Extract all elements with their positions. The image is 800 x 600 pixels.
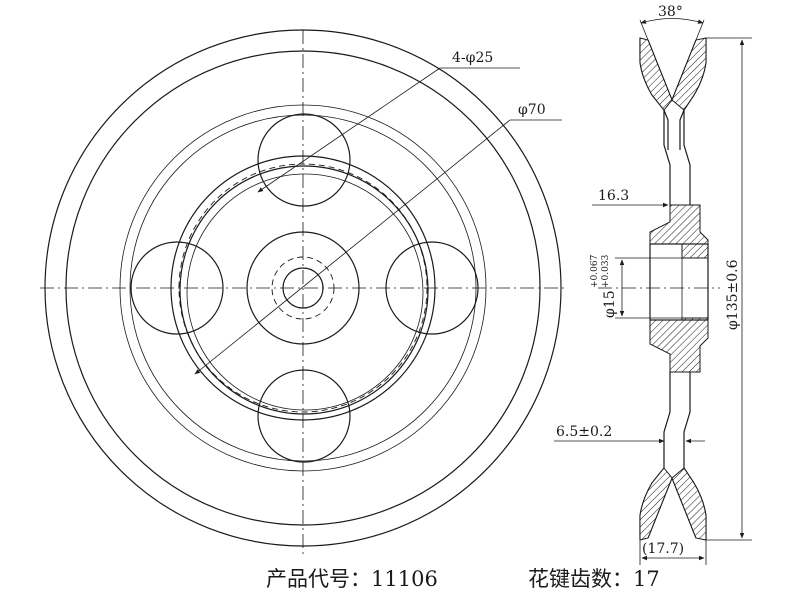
front-view: 4-φ25 φ70: [40, 29, 565, 555]
web-ring-outer: [170, 155, 436, 421]
angle-arc: [640, 18, 704, 24]
top-rim-hatch-left: [639, 37, 673, 111]
outer-rim-circle: [44, 29, 562, 547]
label-overall-width: (17.7): [642, 541, 684, 557]
bore-circle: [282, 267, 324, 309]
label-hub-offset: 16.3: [598, 188, 629, 204]
web-outer-circle: [129, 114, 477, 462]
hub-outer-circle: [246, 231, 360, 345]
web-ring-mid: [179, 165, 429, 415]
bolt-hole-top: [257, 113, 351, 207]
web-top-left: [663, 110, 671, 205]
hub-hidden-circle: [271, 256, 335, 320]
product-code: 产品代号：11106: [266, 567, 438, 591]
label-bolt-holes: 4-φ25: [452, 50, 493, 66]
groove-bottom-circle: [119, 104, 487, 472]
label-groove-angle: 38°: [658, 4, 683, 20]
hub-bore-outline: [649, 243, 709, 321]
bolt-hole-bottom: [257, 369, 351, 463]
bolt-hole-right: [385, 241, 479, 335]
bottom-rim-hatch-right: [671, 467, 707, 541]
label-circle-diameter: φ70: [518, 102, 546, 118]
bolt-hole-left: [130, 241, 224, 335]
bolt-pitch-circle: [178, 163, 428, 413]
hub-hatch-lower: [649, 317, 709, 373]
top-rim-hatch-right: [671, 37, 707, 111]
leader-circle-diameter: [194, 119, 511, 375]
section-view: 38° φ135±0.6 16.3 φ15 +0.067 +0.033 6.5±…: [554, 4, 752, 565]
bottom-rim-hatch-left: [639, 467, 673, 541]
rim-inner-circle: [65, 50, 541, 526]
web-ring-inner: [186, 173, 424, 411]
label-bore-tol-lower: +0.033: [601, 254, 611, 288]
web-top-right: [683, 110, 691, 205]
hub-hatch-upper: [649, 204, 709, 259]
label-bore-diameter: φ15: [602, 290, 618, 318]
label-web-thickness: 6.5±0.2: [556, 424, 612, 440]
leader-bolt-holes: [257, 67, 441, 193]
label-bore-tol-upper: +0.067: [590, 254, 600, 288]
spline-teeth-count: 花键齿数：17: [528, 567, 660, 591]
web-bottom-right: [683, 372, 691, 468]
web-bottom-left: [663, 372, 671, 468]
label-outer-diameter: φ135±0.6: [725, 259, 741, 330]
